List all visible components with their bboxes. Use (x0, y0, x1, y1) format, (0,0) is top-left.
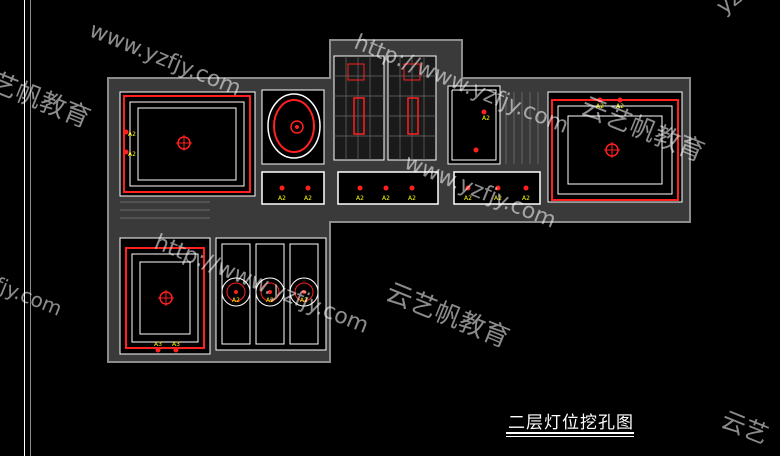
light-label: A2 (232, 297, 240, 304)
light-label: A2 (482, 115, 490, 122)
light-label: A2 (382, 195, 390, 202)
light-label: A2 (304, 195, 312, 202)
light-label: A2 (356, 195, 364, 202)
closet-outline (451, 89, 497, 161)
viewport-border (24, 0, 25, 456)
light-label: A2 (522, 195, 530, 202)
room-living (119, 91, 256, 197)
bath-tiles (334, 56, 436, 160)
ceiling-oval (267, 93, 321, 159)
bath-fixtures (347, 63, 421, 135)
title-underline (506, 432, 634, 434)
light-label: A3 (154, 341, 162, 348)
light-label: A2 (300, 297, 308, 304)
room-bedroom-left (119, 237, 211, 355)
light-label: A2 (266, 297, 274, 304)
room-circles (215, 237, 327, 351)
floor-plan (107, 39, 691, 363)
title-underline-thin (506, 436, 634, 437)
wardrobe-hatch (120, 92, 539, 219)
light-label: A2 (616, 103, 624, 110)
light-label: A2 (596, 103, 604, 110)
light-points (123, 97, 623, 353)
ceiling-bedroom-right (551, 99, 679, 201)
ceiling-living (123, 95, 251, 193)
light-label: A2 (128, 131, 136, 138)
ceiling-circles (221, 243, 319, 345)
viewport-border-inner (30, 0, 31, 456)
light-label: A3 (172, 341, 180, 348)
corridor-1 (261, 171, 325, 205)
ceiling-bedroom-left (125, 247, 205, 349)
room-closet (447, 85, 501, 165)
light-label: A2 (278, 195, 286, 202)
drawing-title: 二层灯位挖孔图 (508, 413, 634, 433)
light-label: A2 (464, 195, 472, 202)
light-label: A2 (128, 151, 136, 158)
light-label: A2 (494, 195, 502, 202)
room-bath (333, 55, 385, 161)
light-label: A2 (408, 195, 416, 202)
